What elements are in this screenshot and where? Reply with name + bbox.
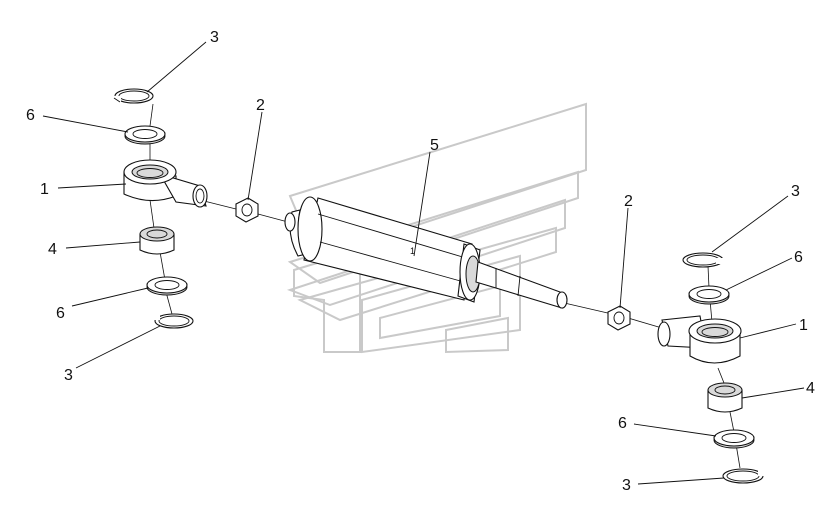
left-retaining-ring-bottom: [152, 313, 194, 329]
callout-4-right: 4: [806, 380, 815, 397]
right-bushing: [707, 382, 743, 413]
left-washer-bottom: [146, 276, 188, 296]
right-retaining-ring-top: [682, 252, 725, 268]
right-retaining-ring-bottom: [722, 468, 767, 484]
right-washer-bottom: [713, 429, 755, 449]
left-washer-top: [124, 125, 166, 145]
callout-6-left-bottom: 6: [56, 305, 65, 322]
svg-text:1: 1: [410, 246, 415, 256]
left-lock-nut: [235, 197, 259, 223]
callout-1-left: 1: [40, 181, 49, 198]
callout-3-right-bottom: 3: [622, 477, 631, 494]
callout-6-left-top: 6: [26, 107, 35, 124]
callout-2-left: 2: [256, 97, 265, 114]
right-washer-top: [688, 285, 730, 305]
callout-2-right: 2: [624, 193, 633, 210]
leader-lines: [42, 41, 805, 485]
left-bushing: [139, 226, 175, 255]
callout-6-right-top: 6: [794, 249, 803, 266]
callout-3-left-top: 3: [210, 29, 219, 46]
callout-3-left-bottom: 3: [64, 367, 73, 384]
right-lock-nut: [607, 305, 631, 331]
callout-4-left: 4: [48, 241, 57, 258]
left-eye-end-housing: [123, 159, 208, 208]
callout-6-right-bottom: 6: [618, 415, 627, 432]
callout-labels: 1 1 2 2 3 3 3 3 4 4 5 6 6 6 6: [26, 29, 815, 494]
left-retaining-ring-top: [113, 88, 154, 104]
cylinder-body: 1: [284, 196, 568, 309]
callout-3-right-top: 3: [791, 183, 800, 200]
right-eye-end-housing: [657, 315, 742, 364]
callout-5: 5: [430, 137, 439, 154]
callout-1-right: 1: [799, 317, 808, 334]
